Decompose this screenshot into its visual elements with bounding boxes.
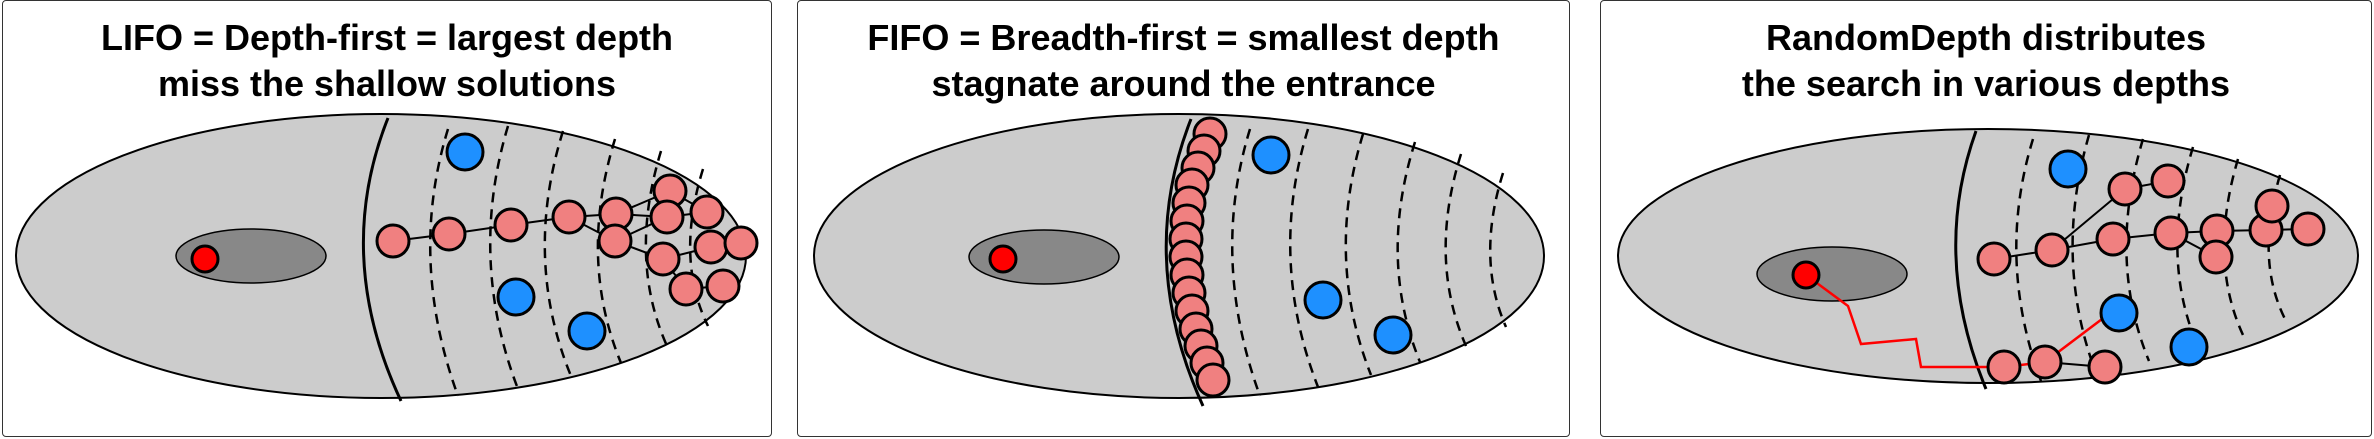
title-line-2: stagnate around the entrance (931, 63, 1436, 104)
title-line-1: FIFO = Breadth-first = smallest depth (867, 17, 1500, 58)
title-line-2: miss the shallow solutions (157, 63, 617, 104)
frontier-boundary (1954, 130, 1988, 390)
start-node (1791, 260, 1821, 290)
search-nodes (375, 173, 759, 307)
depth-contours (429, 125, 710, 397)
solution-nodes (2048, 149, 2209, 367)
frontier-boundary (1164, 118, 1205, 407)
search-space (15, 113, 747, 399)
panel-fifo: FIFO = Breadth-first = smallest depth st… (797, 0, 1570, 437)
start-node (988, 244, 1018, 274)
solution-nodes (1251, 135, 1413, 355)
panel-title: FIFO = Breadth-first = smallest depth st… (798, 15, 1569, 107)
lifo-diagram (15, 113, 759, 402)
search-nodes (1976, 163, 2326, 385)
panel-title: RandomDepth distributes the search in va… (1601, 15, 2371, 107)
start-region (1756, 246, 1908, 302)
random-depth-diagram (1617, 128, 2359, 390)
solution-nodes (445, 132, 607, 351)
panel-title: LIFO = Depth-first = largest depth miss … (3, 15, 771, 107)
title-line-1: LIFO = Depth-first = largest depth (100, 17, 674, 58)
panel-random-depth: RandomDepth distributes the search in va… (1600, 0, 2372, 437)
panel-lifo: LIFO = Depth-first = largest depth miss … (2, 0, 772, 437)
depth-contours (1231, 128, 1508, 397)
start-node (190, 244, 220, 274)
search-nodes (1168, 116, 1231, 398)
fifo-diagram (813, 113, 1545, 407)
title-line-1: RandomDepth distributes (1765, 17, 2206, 58)
title-line-2: the search in various depths (1741, 63, 2231, 104)
frontier-boundary (361, 117, 403, 402)
